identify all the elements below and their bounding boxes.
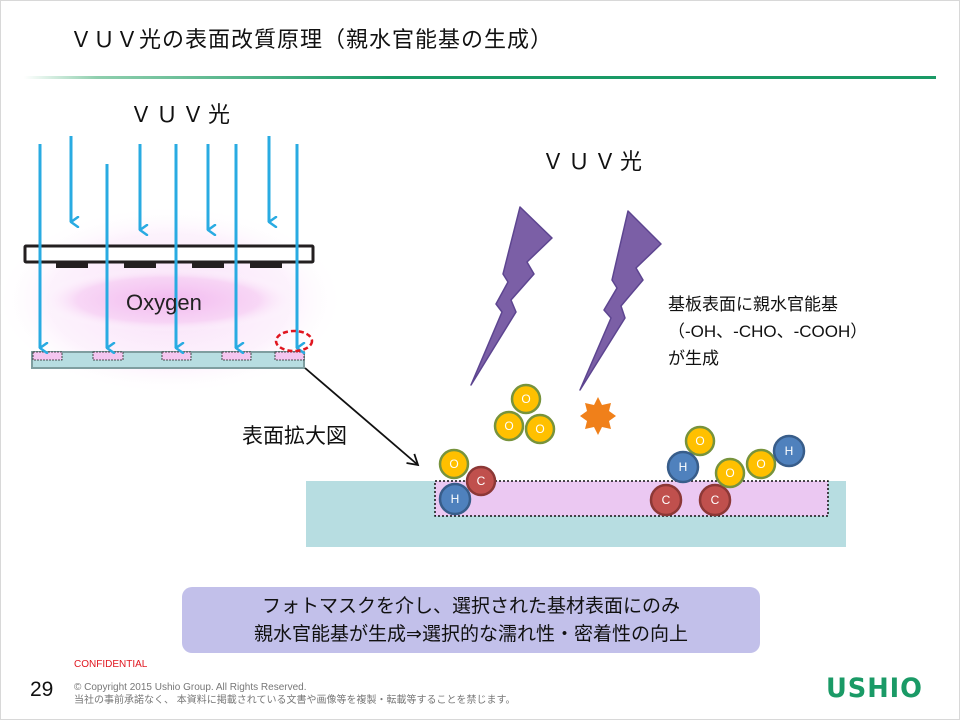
oxygen-atom [684,425,716,457]
slide-title: ＶＵＶ光の表面改質原理（親水官能基の生成） [70,28,554,53]
carbon-atom [698,483,732,517]
oxygen-atom [493,410,525,442]
hydrogen-atom [666,450,700,484]
zoom-pointer-arrow [304,367,420,467]
atom-label: H [451,492,460,506]
page-number: 29 [30,678,54,701]
copyright-notice: © Copyright 2015 Ushio Group. All Rights… [74,681,515,707]
atom-label: O [449,457,458,471]
hydrogen-atom [772,434,806,468]
oxygen-label: Oxygen [126,290,202,315]
ozone-molecule: O O O [493,383,556,445]
mask-pattern [250,262,282,268]
modified-area [32,351,63,361]
modified-area [274,351,305,361]
oxygen-atom [438,448,470,480]
lightning-bolt-icon [470,206,553,386]
oxygen-atom [524,413,556,445]
oxygen-atom [714,457,746,489]
functional-group-right: O H C C O O H [649,425,806,517]
atom-label: H [785,444,794,458]
atom-label: O [504,419,513,433]
mask-pattern [124,262,156,268]
spark-star-icon [580,397,616,435]
callout-line: フォトマスクを介し、選択された基材表面にのみ [261,595,680,617]
modified-layer [434,480,829,517]
ushio-logo: USHIO [826,673,923,704]
atom-label: O [535,422,544,436]
functional-group-left: O C H [438,448,497,516]
carbon-atom [465,465,497,497]
vuv-arrows [38,136,297,348]
description-line: （-OH、-CHO、-COOH） [668,322,868,341]
modified-area [161,351,192,361]
functional-group-description: 基板表面に親水官能基 （-OH、-CHO、-COOH） が生成 [668,291,867,372]
modified-area [221,351,252,361]
oxygen-atom [510,383,542,415]
photomask [23,244,315,268]
copyright-line: 当社の事前承諾なく、 本資料に掲載されている文書や画像等を複製・転載等することを… [74,695,516,706]
atom-label: O [695,434,704,448]
summary-callout: フォトマスクを介し、選択された基材表面にのみ 親水官能基が生成⇒選択的な濡れ性・… [182,587,760,653]
callout-line: 親水官能基が生成⇒選択的な濡れ性・密着性の向上 [254,623,688,645]
atom-label: C [477,474,486,488]
title-divider [24,76,936,79]
vuv-label-left: ＶＵＶ光 [130,103,235,128]
modified-area [92,351,124,361]
highlight-ellipse [274,329,314,353]
description-line: 基板表面に親水官能基 [668,295,838,314]
mask-pattern [192,262,224,268]
atom-label: C [662,493,671,507]
substrate-left [31,351,305,369]
surface-zoom-label: 表面拡大図 [242,424,347,448]
lightning-bolt-icon [579,210,662,391]
mask-pattern [56,262,88,268]
oxygen-atom [745,448,777,480]
confidential-label: CONFIDENTIAL [74,659,148,670]
copyright-line: © Copyright 2015 Ushio Group. All Rights… [74,682,307,693]
substrate-zoomed [306,480,846,547]
atom-label: H [679,460,688,474]
hydrogen-atom [438,482,472,516]
vuv-label-right: ＶＵＶ光 [542,150,647,175]
atom-label: C [711,493,720,507]
atom-label: O [725,466,734,480]
carbon-atom [649,483,683,517]
atom-label: O [521,392,530,406]
description-line: が生成 [668,349,719,368]
atom-label: O [756,457,765,471]
